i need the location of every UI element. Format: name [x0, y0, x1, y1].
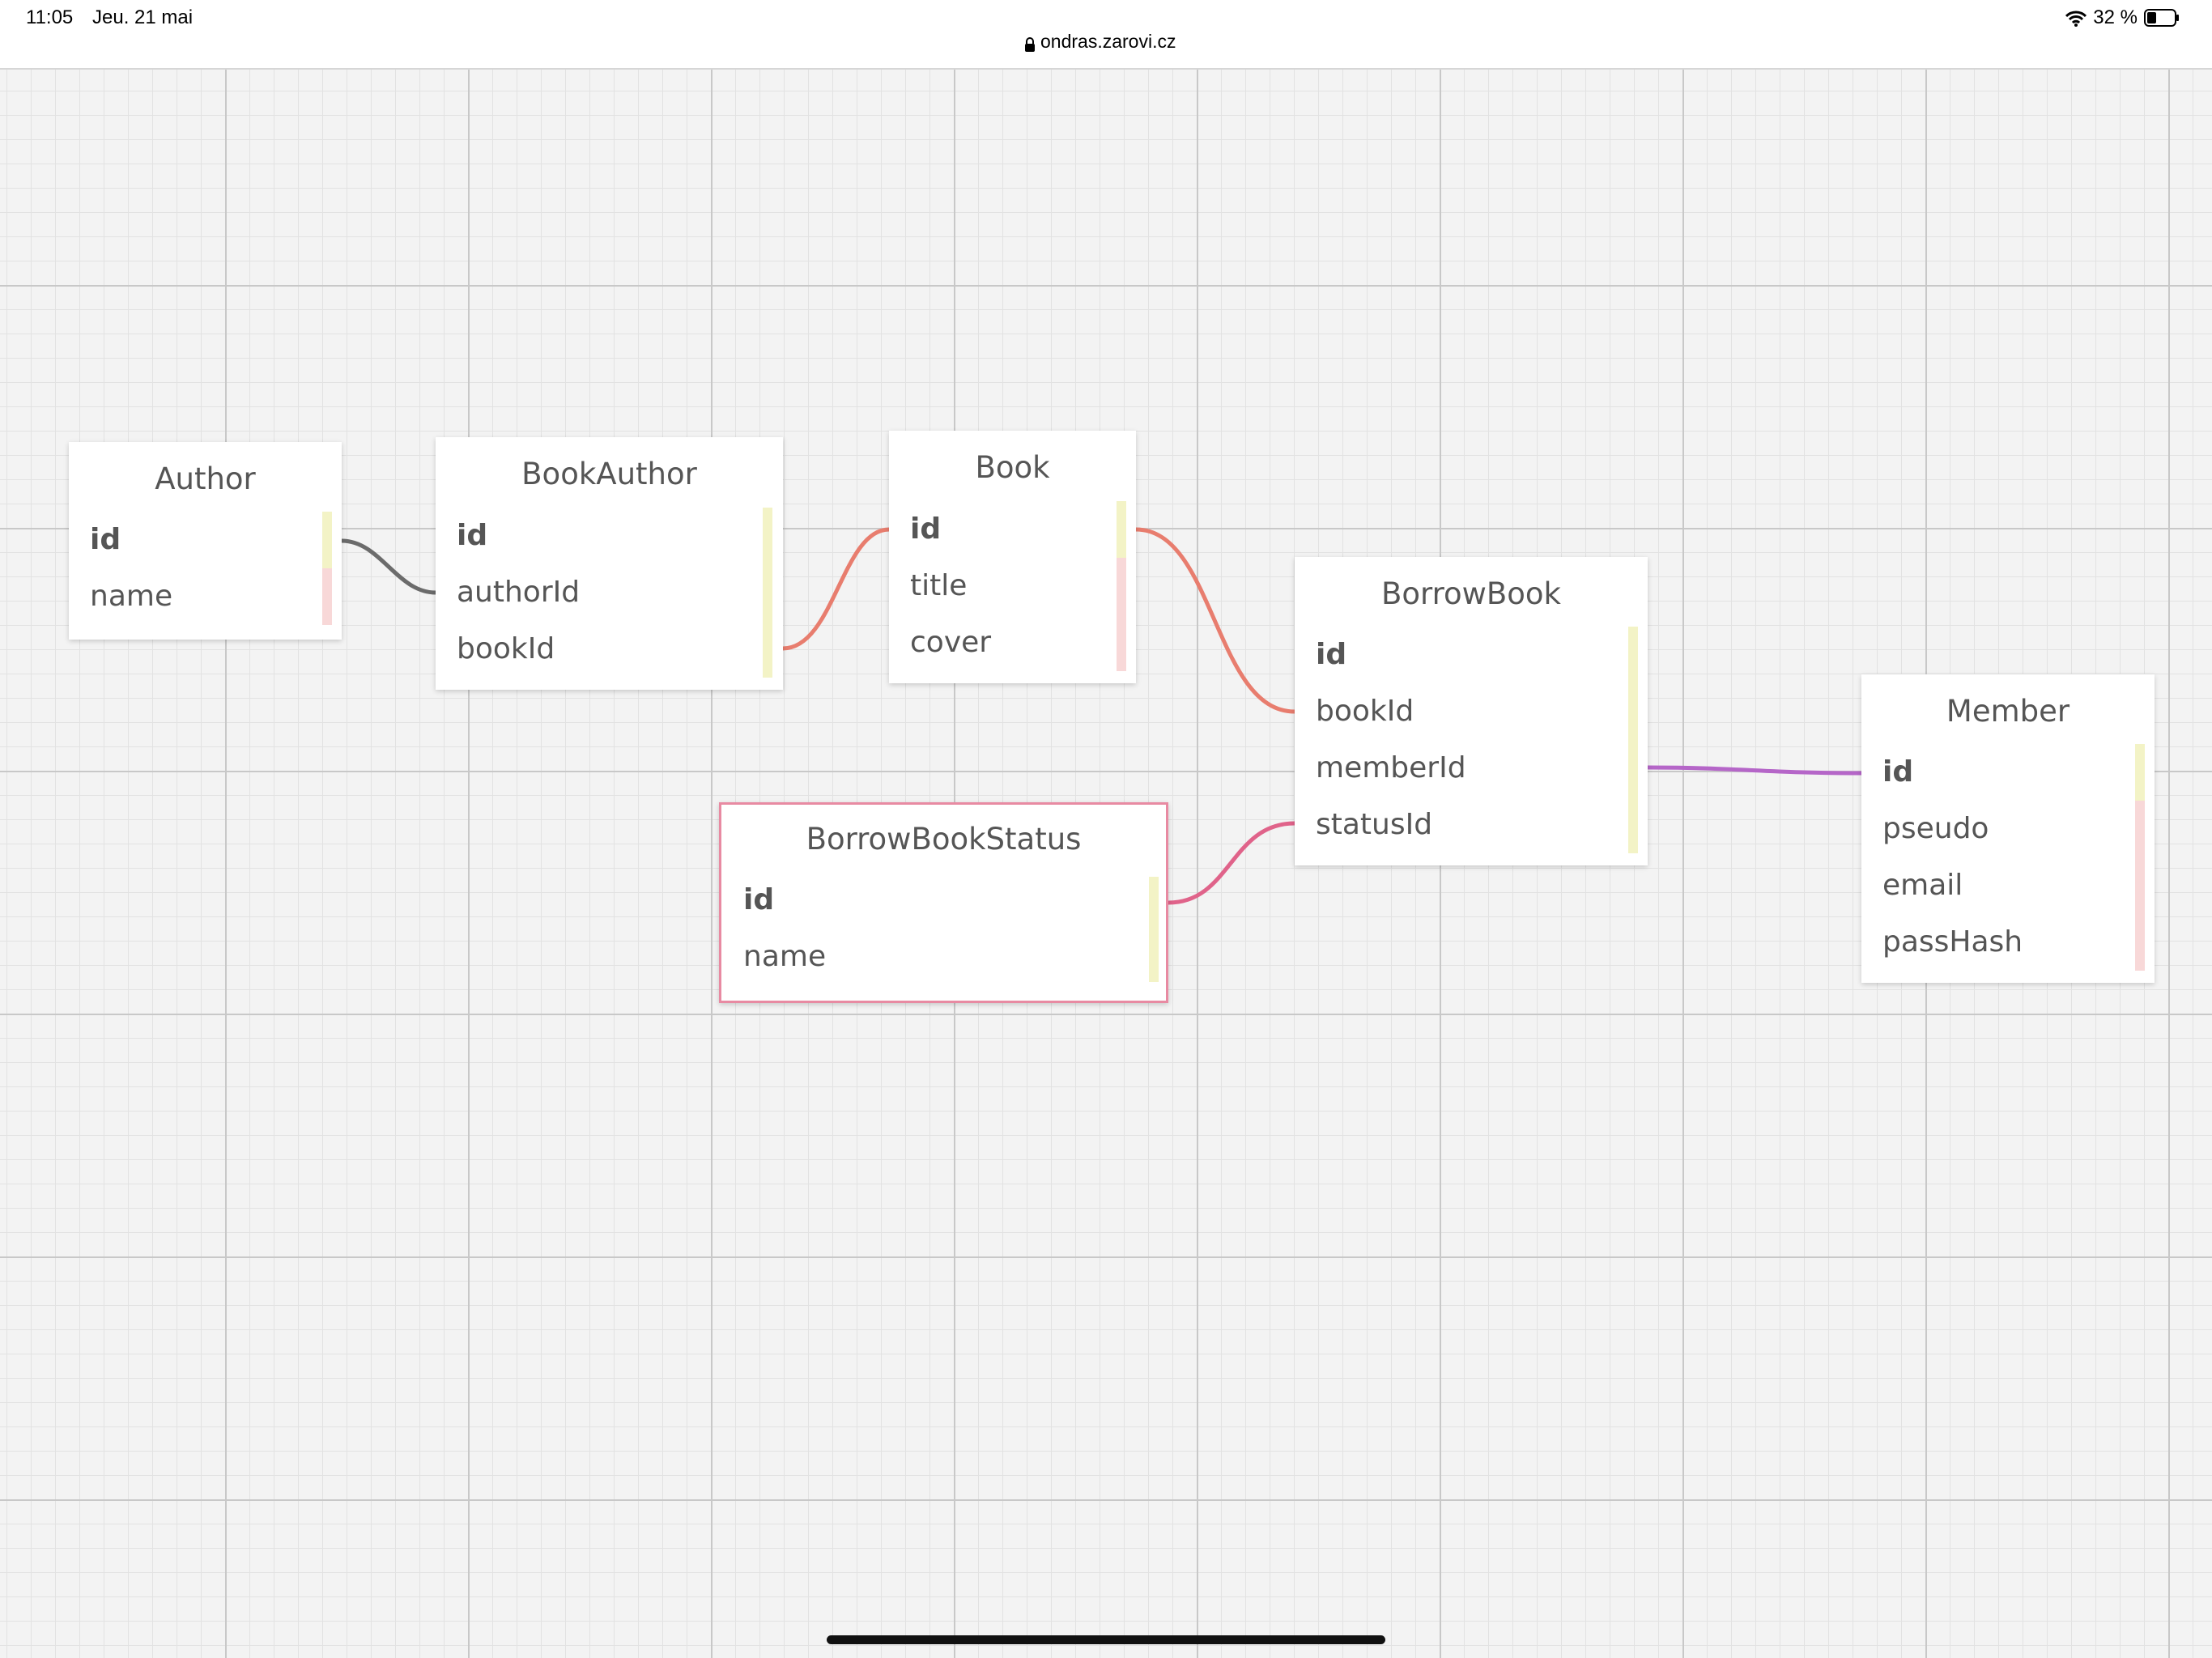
table-book[interactable]: Book id title cover [889, 431, 1136, 683]
pk-bar [763, 508, 772, 678]
wifi-icon [2065, 10, 2087, 27]
field-name[interactable]: name [90, 580, 173, 613]
field-id[interactable]: id [457, 519, 488, 552]
table-title: BorrowBookStatus [806, 822, 1082, 857]
field-id[interactable]: id [743, 883, 775, 916]
field-authorid[interactable]: authorId [457, 576, 581, 609]
field-pseudo[interactable]: pseudo [1882, 812, 1989, 845]
table-borrowbook[interactable]: BorrowBook id bookId memberId statusId [1295, 557, 1648, 865]
table-bookauthor[interactable]: BookAuthor id authorId bookId [436, 437, 783, 690]
table-author[interactable]: Author id name [69, 442, 342, 640]
field-id[interactable]: id [1882, 755, 1914, 789]
home-indicator[interactable] [827, 1635, 1385, 1644]
field-id[interactable]: id [90, 523, 121, 556]
table-title: Member [1946, 694, 2070, 729]
relation-member-borrowbook [1647, 765, 1862, 776]
relation-book-bookauthor [782, 527, 890, 651]
field-bookid[interactable]: bookId [1316, 695, 1414, 728]
battery-icon [2144, 9, 2180, 27]
field-bar [1117, 558, 1126, 671]
table-title: BorrowBook [1381, 576, 1561, 611]
field-bar [322, 568, 332, 625]
lock-icon [1024, 35, 1036, 52]
pk-bar [1628, 627, 1638, 853]
status-bar: 11:05 Jeu. 21 mai ondras.zarovi.cz 32 % [0, 0, 2212, 70]
address-bar[interactable]: ondras.zarovi.cz [1024, 31, 1176, 53]
field-id[interactable]: id [1316, 638, 1347, 671]
field-statusid[interactable]: statusId [1316, 808, 1433, 841]
field-passhash[interactable]: passHash [1882, 925, 2023, 959]
pk-bar [1117, 501, 1126, 558]
table-member[interactable]: Member id pseudo email passHash [1861, 674, 2155, 983]
battery-percent: 32 % [2093, 6, 2138, 28]
status-date: Jeu. 21 mai [92, 6, 194, 28]
status-indicators: 32 % [2065, 6, 2180, 29]
field-bookid[interactable]: bookId [457, 632, 555, 665]
table-title: Author [155, 461, 256, 496]
table-borrowbookstatus[interactable]: BorrowBookStatus id name [719, 802, 1168, 1003]
field-name[interactable]: name [743, 940, 827, 973]
pk-bar [1149, 877, 1159, 982]
field-memberid[interactable]: memberId [1316, 751, 1466, 784]
relation-book-borrowbook [1135, 527, 1295, 714]
field-id[interactable]: id [910, 512, 942, 546]
field-email[interactable]: email [1882, 869, 1963, 902]
relation-author-bookauthor [341, 538, 436, 595]
pk-bar [322, 512, 332, 568]
table-title: Book [975, 450, 1050, 485]
status-time: 11:05 [26, 6, 74, 28]
relation-status-borrowbook [1168, 821, 1295, 905]
field-bar [2135, 801, 2145, 971]
url-text: ondras.zarovi.cz [1040, 31, 1176, 52]
table-title: BookAuthor [521, 457, 697, 491]
pk-bar [2135, 744, 2145, 801]
field-cover[interactable]: cover [910, 626, 992, 659]
field-title[interactable]: title [910, 569, 968, 602]
